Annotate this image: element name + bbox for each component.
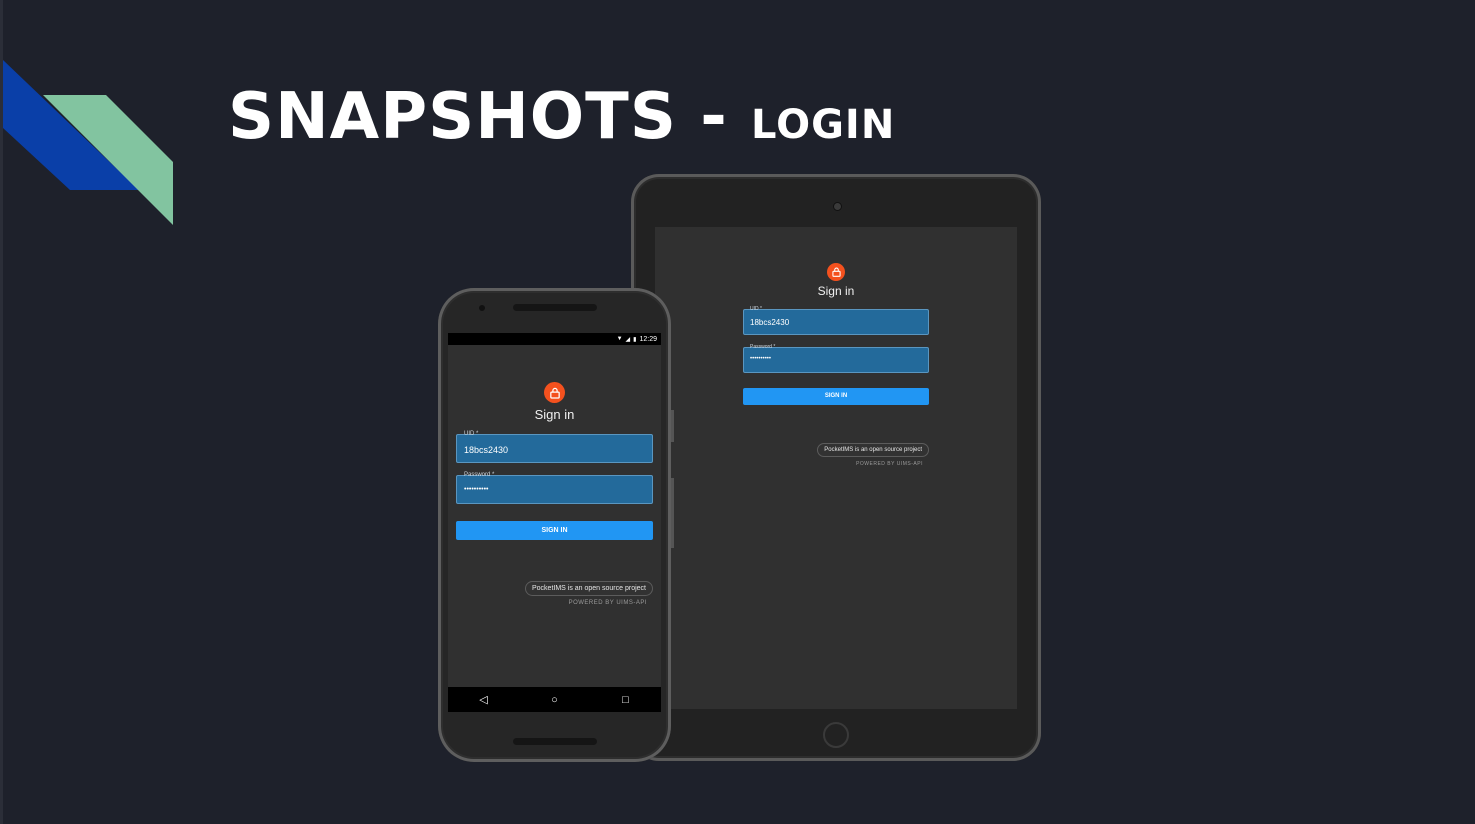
phone-screen: ▼ ◢ ▮ 12:29 Sign in UID * 18bcs2430 Pass… xyxy=(448,333,661,712)
navigation-bar: ◁ ○ □ xyxy=(448,687,661,712)
tablet-home-button[interactable] xyxy=(823,722,849,748)
phone-speaker-top xyxy=(513,304,597,311)
slide-title-sub: LOGIN xyxy=(751,102,896,148)
lock-icon xyxy=(544,382,565,403)
back-triangle-icon[interactable]: ◁ xyxy=(479,694,488,706)
status-time: 12:29 xyxy=(639,335,657,343)
phone-volume-button[interactable] xyxy=(671,478,674,548)
battery-icon: ▮ xyxy=(633,336,637,343)
wifi-icon: ▼ xyxy=(616,336,623,342)
open-source-chip[interactable]: PocketIMS is an open source project xyxy=(524,581,653,596)
blue-ribbon xyxy=(3,60,139,190)
green-ribbon xyxy=(43,95,173,225)
uid-field[interactable]: UID * 18bcs2430 xyxy=(456,431,653,463)
phone-camera xyxy=(479,305,485,311)
signin-button[interactable]: SIGN IN xyxy=(456,521,653,540)
slide-title: SNAPSHOTS - LOGIN xyxy=(228,80,895,154)
recents-square-icon[interactable]: □ xyxy=(622,693,629,706)
uid-value: 18bcs2430 xyxy=(464,445,509,455)
lock-icon xyxy=(827,263,845,281)
password-label: Password * xyxy=(464,472,495,478)
uid-value: 18bcs2430 xyxy=(750,318,790,327)
signin-button[interactable]: SIGN IN xyxy=(743,388,929,405)
signin-title: Sign in xyxy=(817,284,855,298)
powered-by: POWERED BY UIMS-API xyxy=(856,461,923,467)
signal-icon: ◢ xyxy=(625,336,631,343)
phone-device: ▼ ◢ ▮ 12:29 Sign in UID * 18bcs2430 Pass… xyxy=(438,288,674,762)
status-bar: ▼ ◢ ▮ 12:29 xyxy=(448,333,661,345)
tablet-login-form: Sign in UID * 18bcs2430 Password * •••••… xyxy=(743,263,929,467)
decorative-ribbons xyxy=(3,60,173,225)
tablet-camera xyxy=(833,202,842,211)
uid-label: UID * xyxy=(750,306,762,312)
open-source-chip[interactable]: PocketIMS is an open source project xyxy=(817,443,929,457)
powered-by: POWERED BY UIMS-API xyxy=(568,600,647,606)
phone-login-form: Sign in UID * 18bcs2430 Password * •••••… xyxy=(456,382,653,606)
password-field[interactable]: Password * •••••••••• xyxy=(456,472,653,504)
signin-title: Sign in xyxy=(534,407,575,422)
password-field[interactable]: Password * •••••••••• xyxy=(743,344,929,373)
password-label: Password * xyxy=(750,344,776,350)
phone-speaker-bottom xyxy=(513,738,597,745)
password-value: •••••••••• xyxy=(750,356,772,362)
uid-field[interactable]: UID * 18bcs2430 xyxy=(743,306,929,335)
tablet-device: Sign in UID * 18bcs2430 Password * •••••… xyxy=(631,174,1041,761)
tablet-screen: Sign in UID * 18bcs2430 Password * •••••… xyxy=(655,227,1017,709)
uid-label: UID * xyxy=(464,431,479,437)
phone-power-button[interactable] xyxy=(671,410,674,442)
password-value: •••••••••• xyxy=(464,486,489,493)
slide-title-main: SNAPSHOTS - xyxy=(228,80,752,154)
home-circle-icon[interactable]: ○ xyxy=(551,693,558,706)
